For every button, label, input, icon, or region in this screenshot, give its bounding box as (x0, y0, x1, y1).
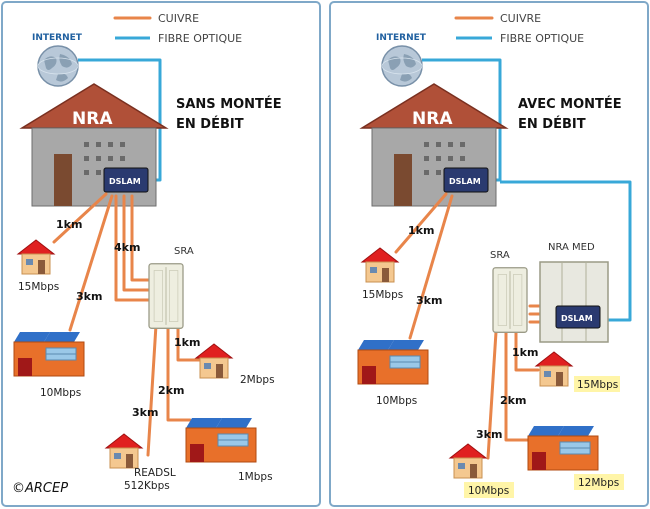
left-link-5-speed: 1Mbps (238, 471, 273, 483)
nra-med-cabinet: DSLAM (539, 261, 609, 343)
copyright-label: ©ARCEP (12, 481, 68, 496)
nra-building: NRA (19, 83, 169, 207)
right-link-3-distance: 1km (512, 346, 538, 359)
right-link-1-speed: 15Mbps (362, 289, 403, 301)
nra-med-dslam-label: DSLAM (561, 314, 593, 323)
left-link-4-speed: 2Mbps (240, 374, 275, 386)
right-link-4-highlight (574, 474, 624, 490)
copper-trunk-sra-1 (114, 194, 152, 302)
right-factory-sra-2km-icon (527, 425, 599, 471)
right-copper-link-sra-1km (514, 330, 540, 372)
right-link-3-highlight (574, 376, 620, 392)
dslam-label: DSLAM (109, 177, 141, 186)
internet-label: INTERNET (32, 33, 83, 43)
right-nra-building: NRA (359, 83, 509, 207)
left-link-3-distance: 4km (114, 241, 140, 254)
legend-copper-label: CUIVRE (158, 12, 199, 25)
right-nra-door-icon (394, 154, 412, 206)
right-link-4-speed: 12Mbps (578, 477, 619, 489)
right-internet-globe-icon (381, 45, 423, 87)
right-copper-link-sra-3km (486, 330, 498, 460)
copper-link-sra-factory-2km (166, 323, 192, 422)
right-copper-link-1km-house (394, 192, 448, 254)
nra-door-icon (54, 154, 72, 206)
right-link-5-distance: 3km (476, 428, 502, 441)
dslam-box: DSLAM (103, 167, 149, 193)
left-link-6-speed-line1: READSL (134, 467, 176, 479)
right-panel: CUIVRE FIBRE OPTIQUE INTERNET NRA DSLAM (357, 12, 632, 498)
right-dslam-label: DSLAM (449, 177, 481, 186)
left-link-6-speed-line2: 512Kbps (124, 480, 170, 492)
right-nra-label: NRA (412, 109, 453, 129)
copper-link-3km-factory (68, 194, 114, 332)
copper-link-sra-house-1km (176, 323, 208, 362)
right-factory-3km-icon (357, 339, 429, 385)
left-sra-label: SRA (174, 246, 194, 257)
left-link-6-distance: 3km (132, 406, 158, 419)
left-sra-cabinet-icon (148, 262, 184, 330)
left-link-5-distance: 2km (158, 384, 184, 397)
left-factory-3km-icon (13, 331, 85, 377)
left-link-2-distance: 3km (76, 290, 102, 303)
right-link-2-speed: 10Mbps (376, 395, 417, 407)
right-link-5-speed: 10Mbps (468, 485, 509, 497)
nra-label: NRA (72, 109, 113, 129)
right-copper-link-sra-2km (504, 330, 530, 442)
left-link-4-distance: 1km (174, 336, 200, 349)
right-dslam-box: DSLAM (443, 167, 489, 193)
left-link-2-speed: 10Mbps (40, 387, 81, 399)
right-link-4-distance: 2km (500, 394, 526, 407)
left-factory-sra-2km-icon (185, 417, 257, 463)
fibre-link-nra-med (500, 180, 632, 322)
left-link-1-distance: 1km (56, 218, 82, 231)
right-link-2-distance: 3km (416, 294, 442, 307)
left-link-1-speed: 15Mbps (18, 281, 59, 293)
nra-med-label: NRA MED (548, 242, 595, 253)
copper-trunk-sra-2 (122, 194, 152, 292)
right-title-line1: AVEC MONTÉE (518, 96, 622, 112)
right-title-line2: EN DÉBIT (518, 116, 586, 132)
right-link-5-highlight (464, 482, 514, 498)
right-sra-label: SRA (490, 250, 510, 261)
internet-globe-icon (37, 45, 79, 87)
right-internet-label: INTERNET (376, 33, 427, 43)
left-title-line2: EN DÉBIT (176, 116, 244, 132)
left-title-line1: SANS MONTÉE (176, 96, 282, 112)
right-link-3-speed: 15Mbps (577, 379, 618, 391)
right-sra-cabinet-icon (492, 266, 528, 334)
copper-link-1km-house (52, 192, 108, 244)
left-panel: CUIVRE FIBRE OPTIQUE INTERNET NRA DSLAM … (12, 12, 282, 496)
right-legend-fibre-label: FIBRE OPTIQUE (500, 32, 584, 45)
right-legend-copper-label: CUIVRE (500, 12, 541, 25)
copper-trunk-sra-3 (130, 194, 152, 282)
right-link-1-distance: 1km (408, 224, 434, 237)
right-copper-link-3km-factory (408, 194, 454, 340)
copper-link-sra-house-3km (146, 323, 158, 457)
legend-fibre-label: FIBRE OPTIQUE (158, 32, 242, 45)
